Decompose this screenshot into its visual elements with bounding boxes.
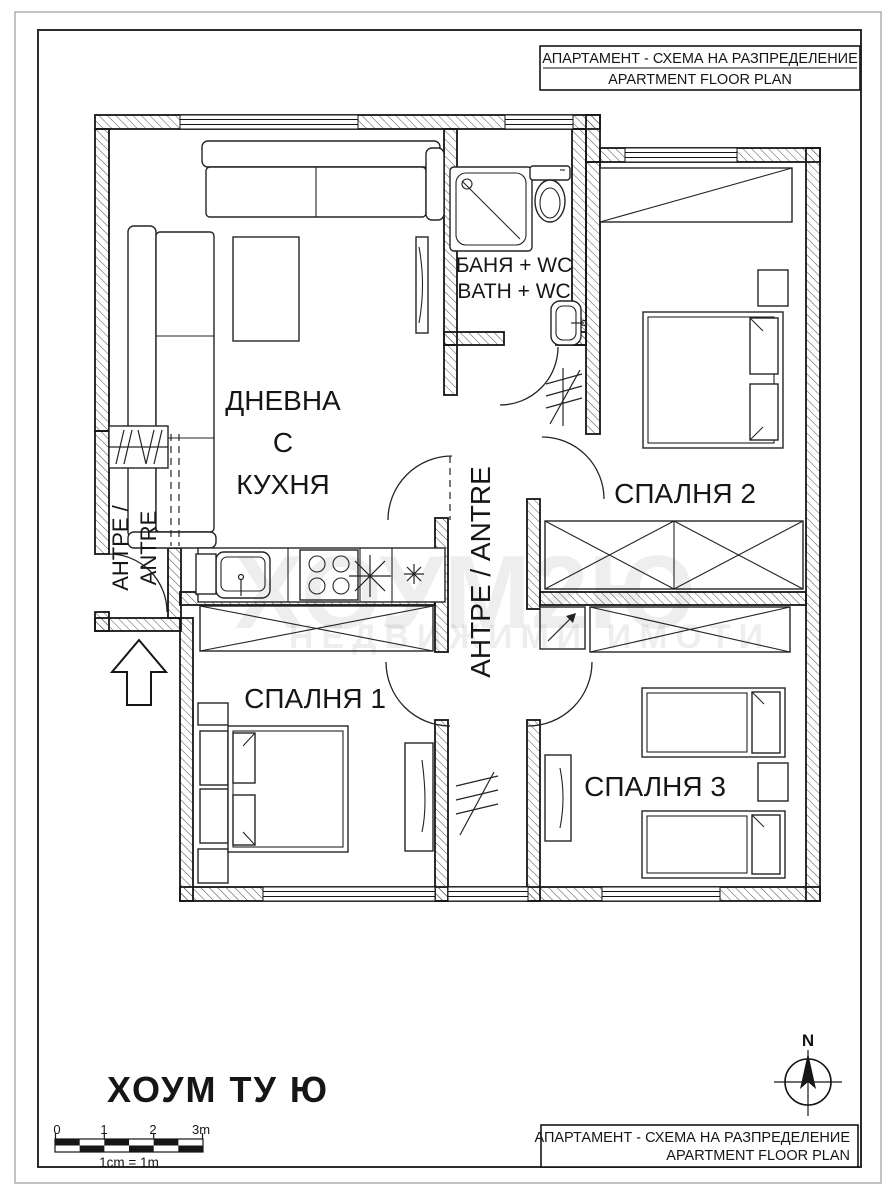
label-corridor: АНТРЕ / ANTRE	[465, 466, 496, 678]
window-living	[179, 114, 359, 130]
title-block-top: АПАРТАМЕНТ - СХЕМА НА РАЗПРЕДЕЛЕНИЕ APAR…	[539, 45, 861, 91]
label-bedroom2: СПАЛНЯ 2	[614, 478, 756, 509]
title-block-bottom: АПАРТАМЕНТ - СХЕМА НА РАЗПРЕДЕЛЕНИЕ APAR…	[534, 1124, 859, 1168]
doors	[108, 346, 605, 727]
window-bath	[504, 114, 574, 130]
sofa-back	[127, 225, 157, 539]
sofa2-back	[201, 140, 441, 168]
desk-bedroom1	[404, 742, 434, 852]
bathroom-fixtures	[449, 165, 588, 346]
sofa-armrest	[127, 531, 217, 549]
window-bedroom2	[624, 147, 738, 163]
window-bedroom1	[262, 886, 436, 902]
kitchen-cabinet	[195, 553, 217, 595]
nightstand	[197, 848, 229, 884]
bedroom1-furniture	[197, 605, 434, 884]
scale-bar: 0 1 2 3m 1cm = 1m	[53, 1122, 210, 1170]
label-entry-hall-1: АНТРЕ /	[108, 504, 133, 590]
north-needle	[800, 1053, 816, 1089]
title-bottom-bg: АПАРТАМЕНТ - СХЕМА НА РАЗПРЕДЕЛЕНИЕ	[534, 1130, 850, 1146]
title-top-bg: АПАРТАМЕНТ - СХЕМА НА РАЗПРЕДЕЛЕНИЕ	[542, 51, 858, 67]
nightstand	[757, 762, 789, 802]
kitchen-counter	[195, 547, 446, 603]
scale-tick-1: 1	[100, 1122, 107, 1137]
wardrobe-bedroom2-bottom	[544, 520, 804, 590]
scale-tick-3: 3m	[192, 1122, 210, 1137]
north-label: N	[802, 1031, 814, 1050]
room-labels: ДНЕВНА С КУХНЯ БАНЯ + WC BATH + WC СПАЛН…	[108, 254, 756, 802]
label-bath-bg: БАНЯ + WC	[456, 254, 573, 277]
bedroom3-furniture	[539, 606, 791, 879]
coat-hanger-symbol	[545, 368, 583, 426]
scale-tick-0: 0	[53, 1122, 60, 1137]
outer-border	[14, 11, 882, 1184]
wardrobe-bedroom2-top	[599, 167, 793, 223]
bath-sink	[550, 300, 588, 346]
nightstand	[199, 788, 229, 844]
hall-wardrobe	[108, 425, 169, 469]
desk-bedroom3	[544, 754, 572, 842]
title-bottom-en: APARTMENT FLOOR PLAN	[666, 1148, 850, 1164]
window-bedroom3	[601, 886, 721, 902]
label-bath-en: BATH + WC	[457, 280, 570, 303]
wardrobe-bedroom3	[589, 606, 791, 653]
bath-door-arc	[499, 346, 559, 406]
label-living-1: ДНЕВНА	[225, 385, 341, 416]
single-bed-2	[641, 810, 786, 879]
north-arrow: N	[774, 1031, 842, 1116]
double-bed-bedroom2	[642, 311, 784, 449]
title-top-en: APARTMENT FLOOR PLAN	[608, 72, 792, 88]
watermark-center-logo: ХОУМ2Ю	[234, 535, 695, 651]
storage-closet-arrow	[539, 606, 586, 650]
label-bedroom1: СПАЛНЯ 1	[244, 683, 386, 714]
inner-border	[37, 29, 862, 1168]
sofa-seat	[155, 231, 215, 533]
watermark-center-tagline: НЕДВИЖИМИ ИМОТИ	[289, 618, 771, 656]
nightstand	[199, 730, 229, 786]
window-corridor	[447, 886, 529, 902]
windows	[179, 114, 738, 902]
nightstand	[757, 269, 789, 307]
toilet	[529, 165, 571, 223]
entrance-door-arc	[108, 553, 168, 613]
single-bed-1	[641, 687, 786, 758]
stove	[299, 549, 359, 601]
entry-hall-elements	[108, 425, 499, 836]
bedroom2-furniture	[544, 167, 804, 590]
double-bed-bedroom1	[227, 725, 349, 853]
label-entry-hall-2: ANTRE	[136, 511, 161, 586]
scale-tick-2: 2	[149, 1122, 156, 1137]
label-bedroom3: СПАЛНЯ 3	[584, 771, 726, 802]
living-opening-arc	[387, 455, 453, 521]
watermark-brand: ХОУМ ТУ Ю	[107, 1069, 329, 1110]
light-symbol-small	[404, 564, 424, 584]
bedroom1-door-arc	[385, 661, 451, 727]
wardrobe-bedroom1	[199, 605, 434, 652]
sofa2-armrest	[425, 147, 445, 221]
coffee-table	[232, 236, 300, 342]
label-living-3: КУХНЯ	[236, 469, 330, 500]
nightstand	[197, 702, 229, 726]
light-symbol-large	[349, 555, 391, 597]
label-living-2: С	[273, 427, 293, 458]
bedroom2-door-arc	[541, 436, 605, 500]
entrance-arrow	[109, 638, 169, 706]
scale-caption: 1cm = 1m	[99, 1155, 159, 1170]
bedroom3-door-arc	[527, 661, 593, 727]
coat-hanger-symbol-lower	[455, 771, 499, 836]
